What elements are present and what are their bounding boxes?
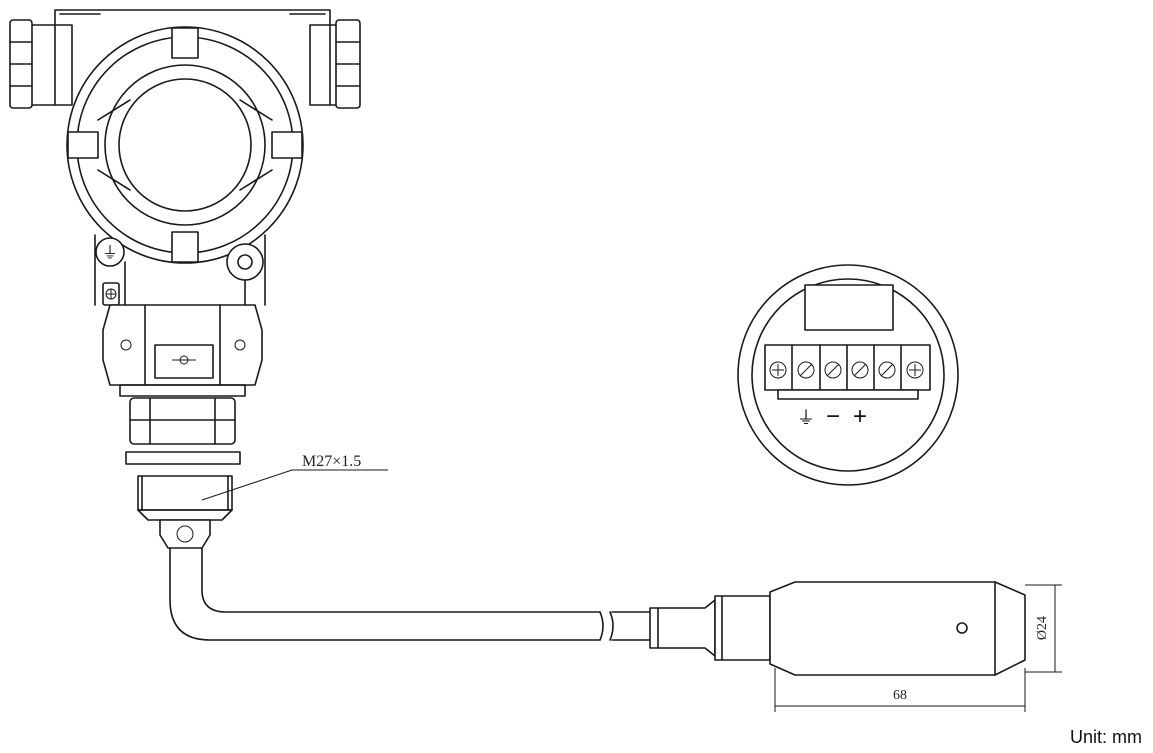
- terminal-block-view: ⏚ − +: [737, 264, 959, 486]
- level-probe: [649, 581, 1026, 676]
- transmitter-housing: ⏚: [9, 9, 361, 549]
- length-label: 68: [893, 688, 907, 703]
- ground-symbol: ⏚: [797, 408, 815, 428]
- unit-label: Unit: mm: [1070, 727, 1142, 747]
- diameter-dimension: Ø24: [1025, 584, 1062, 673]
- diameter-label: Ø24: [1035, 616, 1050, 640]
- cable: [169, 547, 651, 641]
- minus-symbol: −: [826, 403, 840, 430]
- svg-text:⏚: ⏚: [102, 244, 118, 262]
- length-dimension: 68: [774, 668, 1026, 712]
- thread-callout: M27×1.5: [201, 453, 388, 501]
- plus-symbol: +: [853, 403, 867, 430]
- thread-label: M27×1.5: [302, 453, 361, 470]
